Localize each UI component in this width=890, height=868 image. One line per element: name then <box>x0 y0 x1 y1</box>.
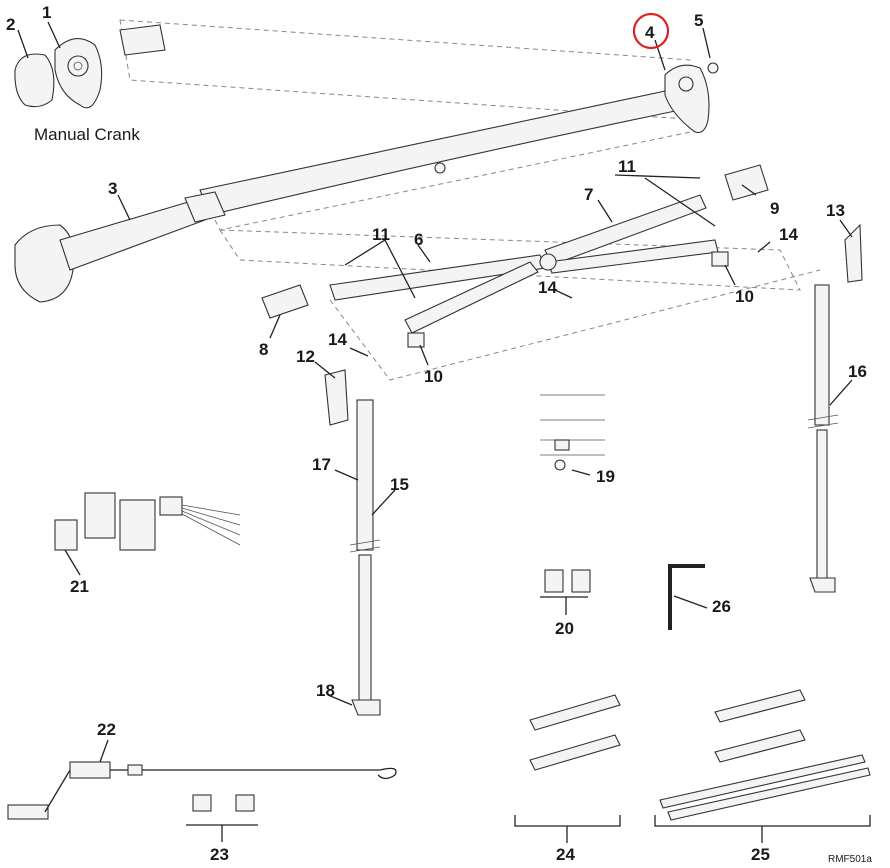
brackets <box>261 164 863 426</box>
label-10a: 10 <box>424 367 443 386</box>
left-end-cap-assembly <box>14 191 226 303</box>
label-15: 15 <box>390 475 409 494</box>
manual-crank-caption: Manual Crank <box>34 125 140 144</box>
part-19-detail <box>540 394 605 471</box>
label-14a: 14 <box>328 330 347 349</box>
label-19: 19 <box>596 467 615 486</box>
right-support-arm <box>807 284 839 593</box>
label-10b: 10 <box>735 287 754 306</box>
manual-crank-detail <box>14 24 166 109</box>
label-14c: 14 <box>779 225 798 244</box>
label-5: 5 <box>694 11 703 30</box>
highlight-circle <box>632 12 670 50</box>
left-support-arm <box>349 399 381 716</box>
label-22: 22 <box>97 720 116 739</box>
crank-handle <box>7 761 397 820</box>
label-24: 24 <box>556 845 575 864</box>
label-11b: 11 <box>618 157 636 176</box>
label-26: 26 <box>712 597 731 616</box>
canopy-edge <box>329 269 821 381</box>
label-8: 8 <box>259 340 268 359</box>
label-13: 13 <box>826 201 845 220</box>
label-17: 17 <box>312 455 331 474</box>
rafter-arms <box>329 194 719 334</box>
drawing-code: RMF501a <box>828 854 872 865</box>
right-end-cap <box>664 62 719 134</box>
label-21: 21 <box>70 577 89 596</box>
leader-lines <box>17 21 871 843</box>
small-clips <box>192 569 591 812</box>
label-6: 6 <box>414 230 423 249</box>
part-labels: 1 2 3 4 5 6 7 8 9 10 10 11 11 12 13 14 1… <box>6 3 867 864</box>
label-20: 20 <box>555 619 574 638</box>
label-2: 2 <box>6 15 15 34</box>
label-11a: 11 <box>372 225 390 244</box>
label-1: 1 <box>42 3 51 22</box>
label-12: 12 <box>296 347 315 366</box>
label-14b: 14 <box>538 278 557 297</box>
label-7: 7 <box>584 185 593 204</box>
label-3: 3 <box>108 179 117 198</box>
label-4: 4 <box>645 23 655 42</box>
bracket-kits <box>529 689 871 821</box>
label-25: 25 <box>751 845 770 864</box>
label-9: 9 <box>770 199 779 218</box>
label-18: 18 <box>316 681 335 700</box>
switch-assembly <box>54 492 241 551</box>
hex-key <box>668 564 705 630</box>
label-23: 23 <box>210 845 229 864</box>
label-16: 16 <box>848 362 867 381</box>
